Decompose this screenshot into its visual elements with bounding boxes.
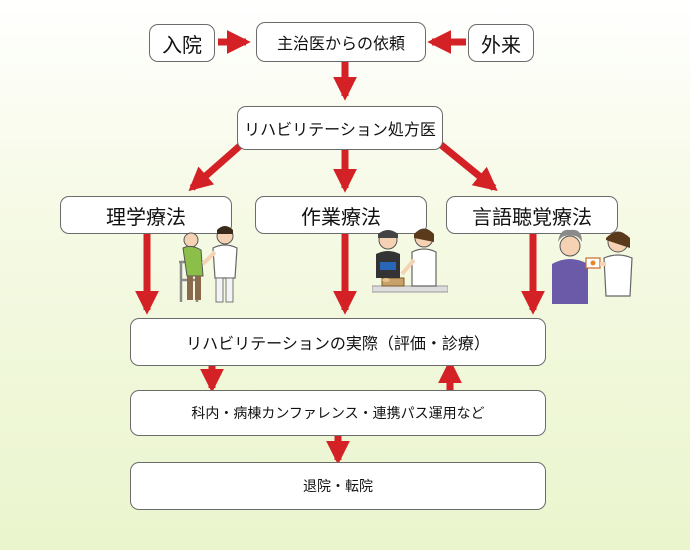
admission-box: 入院 (149, 24, 215, 62)
outpatient-box: 外来 (468, 24, 534, 62)
pt-walker-illustration (179, 226, 238, 303)
practice-label: リハビリテーションの実際（評価・診療） (186, 334, 490, 353)
pt-box: 理学療法 (60, 196, 232, 234)
practice-box: リハビリテーションの実際（評価・診療） (130, 318, 546, 366)
pt-label: 理学療法 (106, 204, 186, 229)
st-label: 言語聴覚療法 (472, 204, 592, 229)
ot-cooking-illustration (372, 228, 448, 293)
ot-box: 作業療法 (255, 196, 427, 234)
conference-box: 科内・病棟カンファレンス・連携パス運用など (130, 390, 546, 436)
ot-label: 作業療法 (301, 204, 381, 229)
discharge-box: 退院・転院 (130, 462, 546, 510)
st-box: 言語聴覚療法 (446, 196, 618, 234)
prescription-box: リハビリテーション処方医 (237, 106, 443, 150)
request-box: 主治医からの依頼 (256, 22, 426, 62)
request-label: 主治医からの依頼 (276, 34, 405, 53)
conference-label: 科内・病棟カンファレンス・連携パス運用など (191, 406, 485, 422)
arrow-prescription-to-st (437, 141, 498, 192)
prescription-label: リハビリテーション処方医 (244, 120, 436, 139)
arrow-prescription-to-pt (188, 141, 245, 192)
discharge-label: 退院・転院 (303, 479, 373, 495)
admission-label: 入院 (162, 32, 202, 57)
st-conversation-illustration (552, 229, 633, 304)
outpatient-label: 外来 (481, 32, 521, 57)
